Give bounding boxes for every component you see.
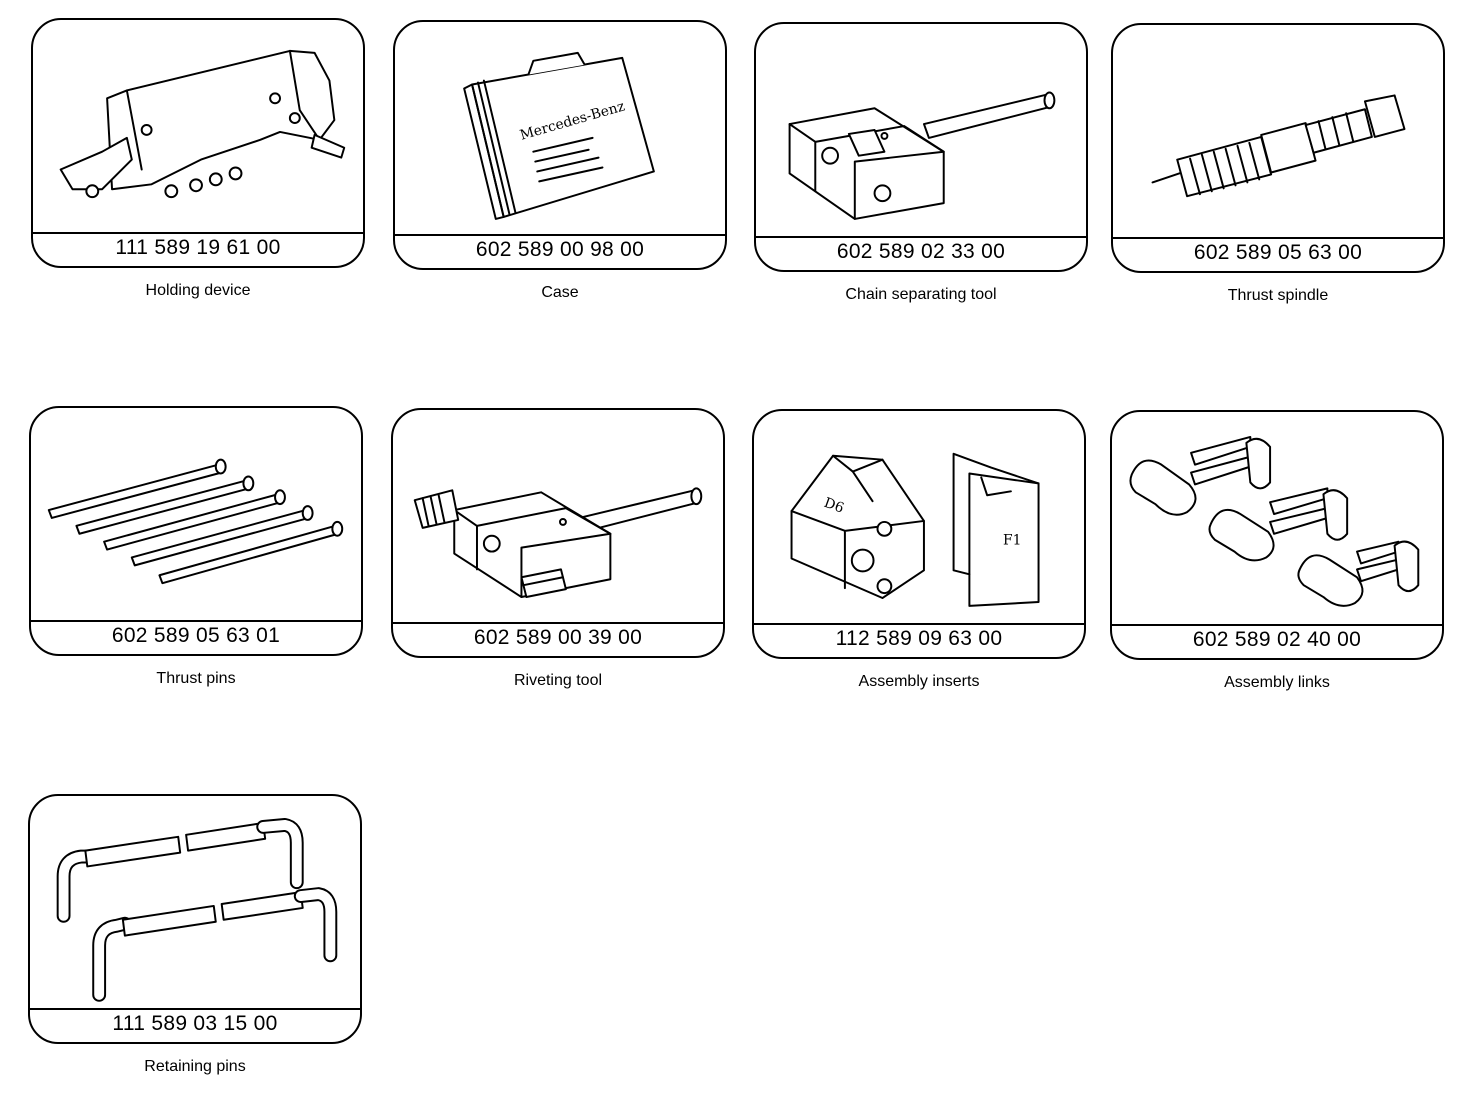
case-icon: Mercedes-Benz bbox=[395, 22, 725, 236]
holding-device-icon bbox=[33, 20, 363, 234]
tool-name: Assembly inserts bbox=[858, 673, 980, 690]
tool-thrust-pins: 602 589 05 63 01 Thrust pins bbox=[29, 406, 363, 688]
part-number: 602 589 05 63 00 bbox=[1193, 241, 1363, 264]
tool-name: Holding device bbox=[145, 282, 251, 299]
tool-card: Mercedes-Benz 602 589 00 98 00 bbox=[393, 20, 727, 270]
tool-card: 602 589 02 40 00 bbox=[1110, 410, 1444, 660]
tool-holding-device: 111 589 19 61 00 Holding device bbox=[31, 18, 365, 300]
tool-retaining-pins: 111 589 03 15 00 Retaining pins bbox=[28, 794, 362, 1076]
part-number: 602 589 02 40 00 bbox=[1192, 628, 1362, 651]
tool-card: 111 589 19 61 00 bbox=[31, 18, 365, 268]
part-number: 602 589 00 98 00 bbox=[475, 238, 645, 261]
tool-card: 602 589 00 39 00 bbox=[391, 408, 725, 658]
retaining-pins-icon bbox=[30, 796, 360, 1010]
tool-riveting: 602 589 00 39 00 Riveting tool bbox=[391, 408, 725, 690]
tool-name: Chain separating tool bbox=[845, 286, 997, 303]
tool-card: 602 589 05 63 01 bbox=[29, 406, 363, 656]
tool-card: 602 589 02 33 00 bbox=[754, 22, 1088, 272]
part-number: 602 589 02 33 00 bbox=[836, 240, 1006, 263]
tool-assembly-inserts: D6 F1 112 589 09 63 00 Assembly inserts bbox=[752, 409, 1086, 691]
tool-name: Assembly links bbox=[1224, 674, 1330, 691]
part-number: 602 589 05 63 01 bbox=[111, 624, 281, 647]
part-number: 111 589 19 61 00 bbox=[115, 236, 281, 259]
thrust-spindle-icon bbox=[1113, 25, 1443, 239]
part-number: 112 589 09 63 00 bbox=[835, 627, 1003, 650]
tool-assembly-links: 602 589 02 40 00 Assembly links bbox=[1110, 410, 1444, 692]
thrust-pins-icon bbox=[31, 408, 361, 622]
tool-card: 602 589 05 63 00 bbox=[1111, 23, 1445, 273]
tool-name: Riveting tool bbox=[513, 672, 603, 689]
tool-name: Thrust pins bbox=[156, 670, 236, 687]
tool-name: Case bbox=[541, 284, 579, 301]
tool-card: D6 F1 112 589 09 63 00 bbox=[752, 409, 1086, 659]
tool-name: Retaining pins bbox=[144, 1058, 246, 1075]
tool-name: Thrust spindle bbox=[1227, 287, 1329, 304]
assembly-inserts-icon: D6 F1 bbox=[754, 411, 1084, 625]
part-number: 111 589 03 15 00 bbox=[112, 1012, 278, 1035]
riveting-tool-icon bbox=[393, 410, 723, 624]
insert-mark-d6: D6 bbox=[822, 495, 846, 517]
tool-thrust-spindle: 602 589 05 63 00 Thrust spindle bbox=[1111, 23, 1445, 305]
tool-chain-separating: 602 589 02 33 00 Chain separating tool bbox=[754, 22, 1088, 304]
insert-mark-f1: F1 bbox=[1003, 533, 1021, 549]
chain-separating-tool-icon bbox=[756, 24, 1086, 238]
tool-case: Mercedes-Benz 602 589 00 98 00 Case bbox=[393, 20, 727, 302]
part-number: 602 589 00 39 00 bbox=[473, 626, 643, 649]
assembly-links-icon bbox=[1112, 412, 1442, 626]
tool-card: 111 589 03 15 00 bbox=[28, 794, 362, 1044]
